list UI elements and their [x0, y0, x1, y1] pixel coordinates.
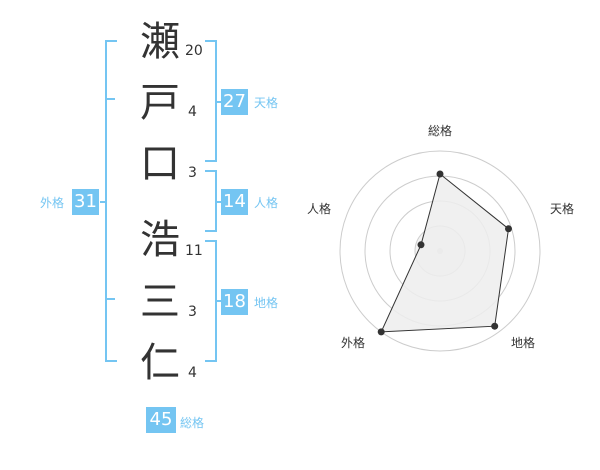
stroke-count-6: 4	[188, 365, 197, 381]
radar-point-2	[505, 225, 512, 233]
stroke-count-2: 4	[188, 104, 197, 120]
soukaku-value-badge: 45	[146, 407, 176, 433]
radar-point-5	[417, 241, 425, 249]
name-char-6: 仁	[140, 340, 180, 386]
jinkaku-value-badge: 14	[221, 189, 248, 215]
radar-label-jinkaku: 人格	[307, 202, 332, 216]
name-char-1: 瀬	[140, 19, 180, 65]
radar-series-polygon	[380, 173, 510, 333]
chikaku-value-badge: 18	[221, 289, 248, 315]
gaikaku-bracket	[105, 40, 117, 362]
tenkaku-value-badge: 27	[221, 89, 248, 115]
stroke-count-4: 11	[185, 243, 203, 259]
stroke-count-5: 3	[188, 304, 197, 320]
tenkaku-label: 天格	[254, 96, 279, 110]
name-char-5: 三	[140, 279, 180, 325]
soukaku-label: 総格	[180, 416, 205, 430]
radar-label-gaikaku: 外格	[341, 336, 366, 350]
radar-point-3	[491, 322, 499, 330]
name-char-3: 口	[140, 141, 180, 187]
gaikaku-value-badge: 31	[72, 189, 99, 215]
radar-label-soukaku: 総格	[428, 124, 453, 138]
gaikaku-bracket-tick-bottom	[105, 298, 115, 300]
stroke-count-3: 3	[188, 165, 197, 181]
radar-grid-ring	[339, 150, 541, 352]
tenkaku-bracket-stub	[215, 101, 221, 103]
name-char-2: 戸	[140, 80, 180, 126]
stroke-count-1: 20	[185, 43, 203, 59]
name-char-4: 浩	[140, 217, 180, 263]
radar-point-1	[436, 170, 444, 178]
jinkaku-bracket-stub	[215, 201, 221, 203]
radar-label-chikaku: 地格	[511, 336, 536, 350]
gaikaku-label: 外格	[40, 196, 65, 210]
radar-label-tenkaku: 天格	[550, 202, 575, 216]
chikaku-bracket-stub	[215, 300, 221, 302]
gaikaku-bracket-stub	[100, 201, 105, 203]
radar-point-4	[377, 328, 385, 336]
gaikaku-bracket-tick-top	[105, 98, 115, 100]
chikaku-label: 地格	[254, 296, 279, 310]
jinkaku-label: 人格	[254, 196, 279, 210]
